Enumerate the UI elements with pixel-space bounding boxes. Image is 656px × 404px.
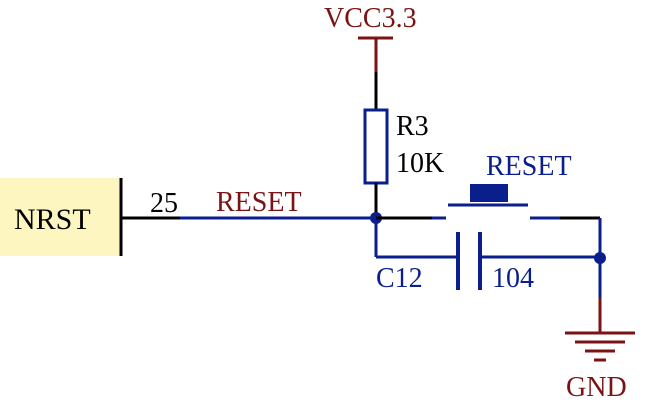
net-label-reset: RESET bbox=[216, 187, 302, 218]
r3-value: 10K bbox=[396, 148, 444, 179]
pin-number: 25 bbox=[150, 188, 178, 219]
nrst-port-box bbox=[0, 178, 121, 256]
r3-resistor-body bbox=[363, 108, 389, 185]
switch-button-cap bbox=[470, 184, 508, 202]
vcc-label: VCC3.3 bbox=[324, 3, 417, 34]
switch-label: RESET bbox=[486, 151, 572, 182]
c12-designator: C12 bbox=[376, 263, 423, 294]
gnd-label: GND bbox=[566, 372, 627, 403]
r3-designator: R3 bbox=[396, 111, 429, 142]
nrst-port-label: NRST bbox=[14, 203, 91, 236]
c12-value: 104 bbox=[492, 263, 534, 294]
ground-icon bbox=[565, 331, 635, 362]
